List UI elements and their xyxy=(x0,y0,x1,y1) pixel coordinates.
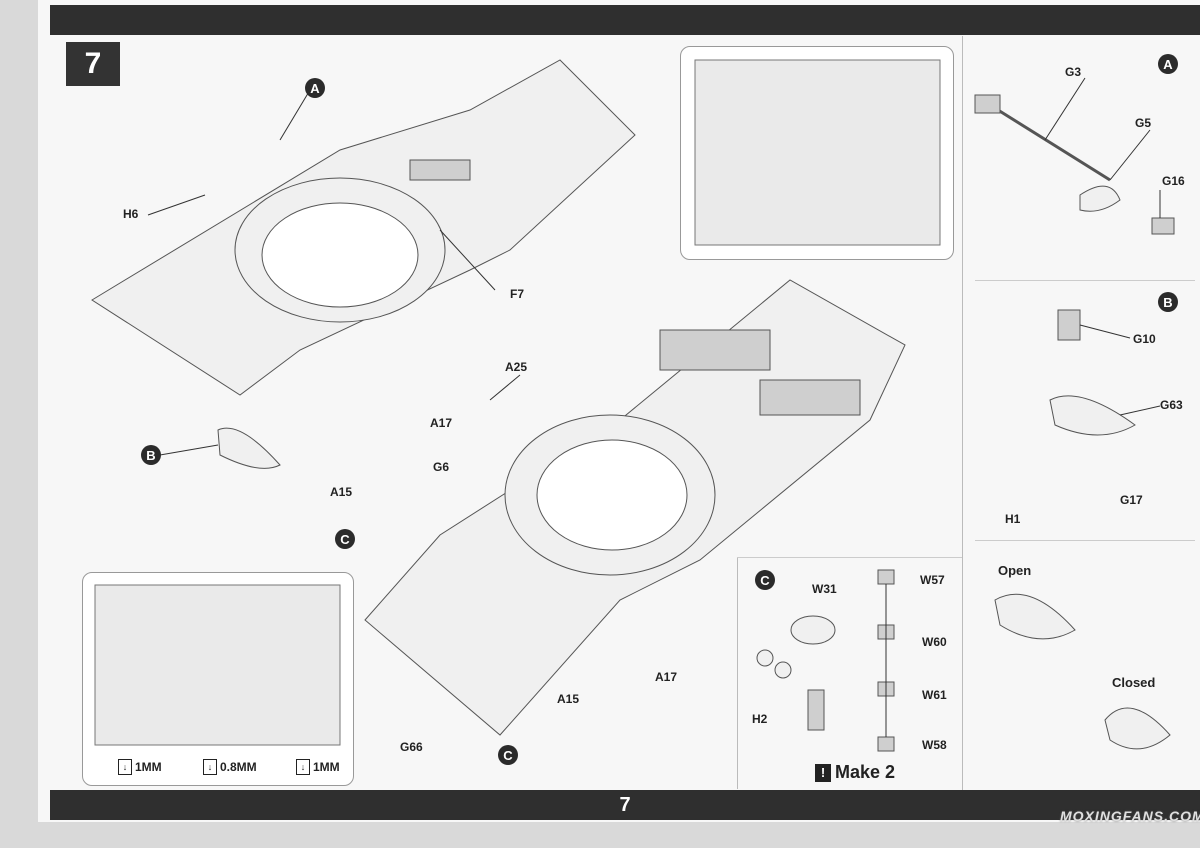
open-label: Open xyxy=(998,563,1032,578)
shaft-bracket xyxy=(974,94,1001,114)
label-w57: W57 xyxy=(920,573,945,587)
upper-inset-plate xyxy=(694,59,941,246)
label-g63: G63 xyxy=(1160,398,1183,412)
panel-b-hatch-divider xyxy=(975,540,1195,541)
marker-c-lower: C xyxy=(498,745,518,765)
drill-icon: ↓ xyxy=(203,759,217,775)
panel-a-marker: A xyxy=(1158,54,1178,74)
label-w60: W60 xyxy=(922,635,947,649)
label-a25: A25 xyxy=(505,360,528,374)
page-number: 7 xyxy=(619,794,631,816)
label-g16: G16 xyxy=(1162,174,1185,188)
marker-b: B xyxy=(141,445,161,465)
periscope-part xyxy=(1057,309,1081,341)
attention-icon: ! xyxy=(815,763,831,782)
panel-b-marker: B xyxy=(1158,292,1178,312)
drill-icon: ↓ xyxy=(118,759,132,775)
shaft-part xyxy=(989,103,1111,182)
panel-a-b-divider xyxy=(975,280,1195,281)
top-bar xyxy=(50,5,1200,35)
marker-a: A xyxy=(305,78,325,98)
part-w57 xyxy=(877,569,895,585)
panel-c-top-divider xyxy=(737,557,962,558)
small-block-part xyxy=(1151,217,1175,235)
sprocket-part xyxy=(790,615,836,645)
watermark: MOXINGFANS.COM xyxy=(1060,808,1200,824)
label-g66: G66 xyxy=(400,740,423,754)
panel-c-marker: C xyxy=(755,570,775,590)
drill-note-middle: ↓ 0.8MM xyxy=(203,759,257,775)
label-w31: W31 xyxy=(812,582,837,596)
part-w58 xyxy=(877,736,895,752)
upper-hull-part xyxy=(91,59,636,396)
label-a15-bottom: A15 xyxy=(557,692,580,706)
open-hatch-drawing xyxy=(994,593,1076,640)
step-number-badge: 7 xyxy=(66,42,120,86)
label-h6: H6 xyxy=(123,207,139,221)
hatch-cover-part xyxy=(1049,395,1136,436)
bottom-bar: 7 xyxy=(50,790,1200,820)
drill-icon: ↓ xyxy=(296,759,310,775)
label-a15-top: A15 xyxy=(330,485,353,499)
drill-note-right: ↓ 1MM xyxy=(296,759,340,775)
bracket-part xyxy=(1079,185,1121,212)
lower-inset-plate xyxy=(94,584,341,746)
disc-part-2 xyxy=(774,661,792,679)
hatch-part xyxy=(217,427,281,469)
drill-note-left: ↓ 1MM xyxy=(118,759,162,775)
make-two-note: ! Make 2 xyxy=(815,762,895,783)
panel-c-left-divider xyxy=(737,557,738,789)
label-h2: H2 xyxy=(752,712,768,726)
label-f7: F7 xyxy=(510,287,525,301)
bolt-stack xyxy=(807,689,825,731)
label-g5: G5 xyxy=(1135,116,1152,130)
label-w61: W61 xyxy=(922,688,947,702)
label-g10: G10 xyxy=(1133,332,1156,346)
label-w58: W58 xyxy=(922,738,947,752)
closed-label: Closed xyxy=(1112,675,1156,690)
closed-hatch-drawing xyxy=(1104,707,1171,750)
label-g6: G6 xyxy=(433,460,450,474)
marker-c-upper: C xyxy=(335,529,355,549)
lower-hull-part xyxy=(364,279,906,736)
label-g17: G17 xyxy=(1120,493,1143,507)
disc-part-1 xyxy=(756,649,774,667)
label-h1: H1 xyxy=(1005,512,1021,526)
make-two-text: Make 2 xyxy=(835,762,896,782)
side-panel-divider xyxy=(962,36,963,790)
label-a17-top: A17 xyxy=(430,416,453,430)
label-g3: G3 xyxy=(1065,65,1082,79)
label-a17-right: A17 xyxy=(655,670,678,684)
